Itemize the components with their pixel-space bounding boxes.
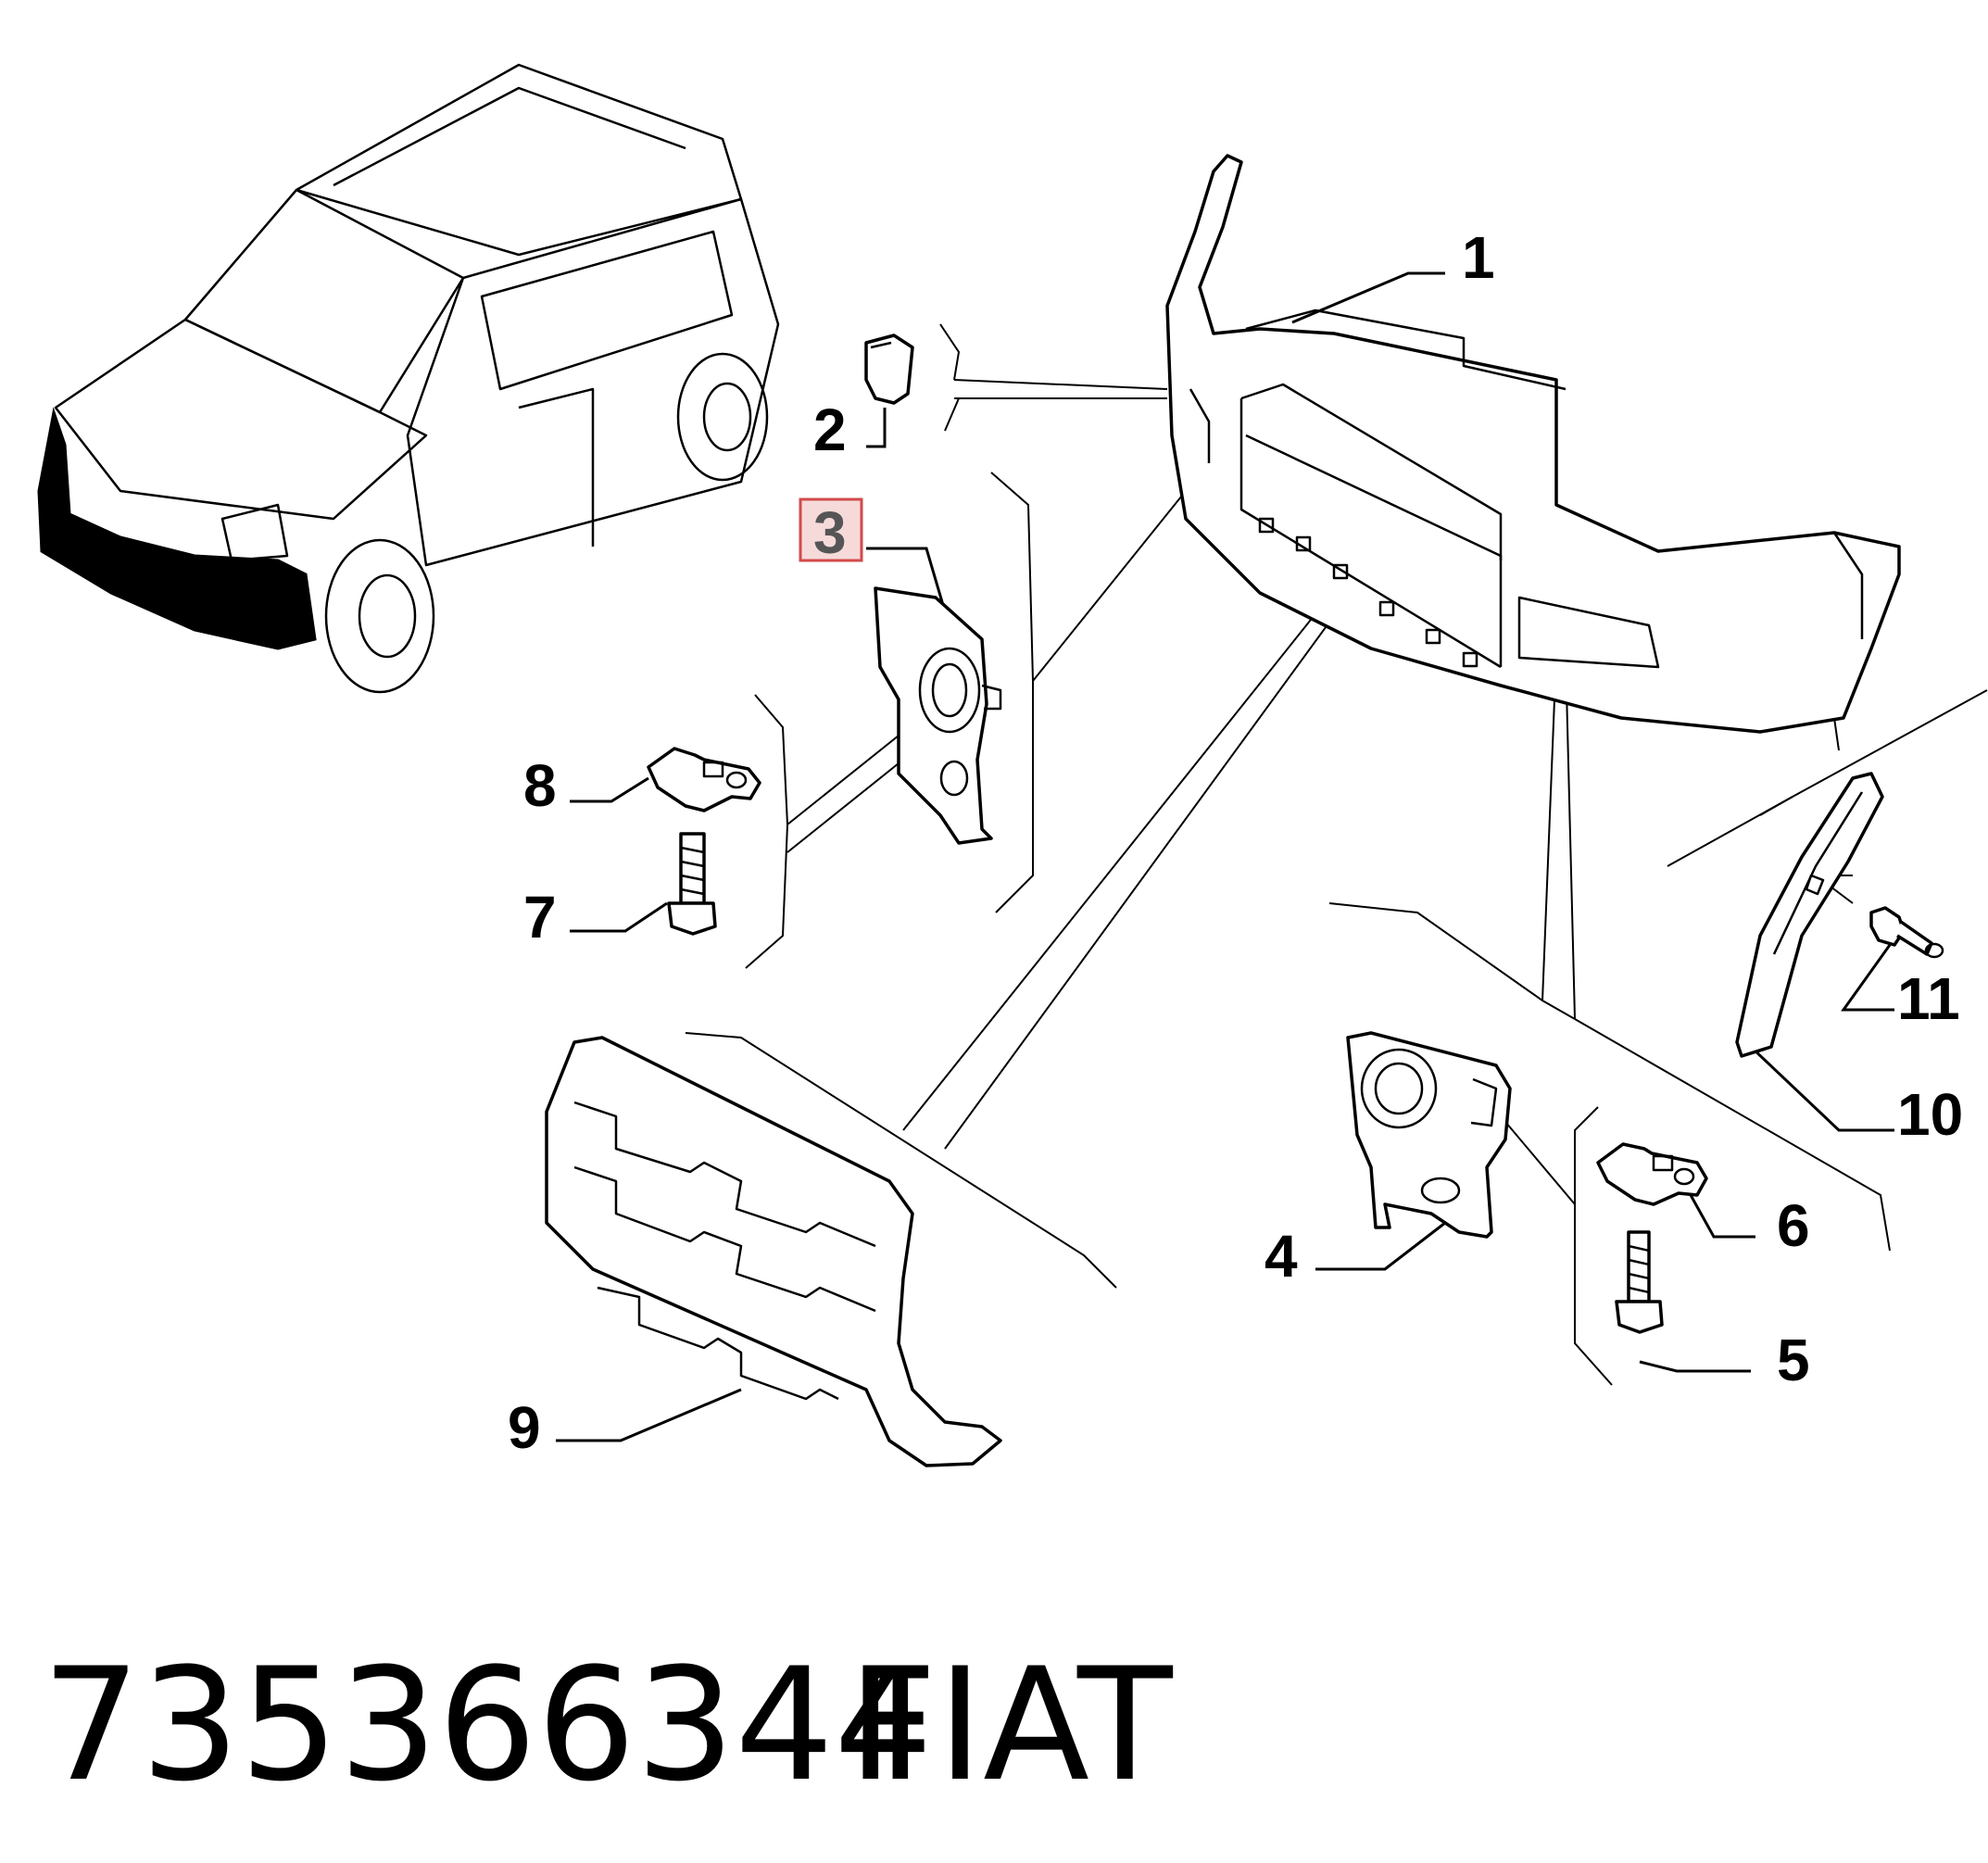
push-rivet (1869, 906, 1944, 959)
fog-lamp-bracket-right (1346, 1031, 1512, 1239)
bolt-right (1615, 1230, 1664, 1334)
callouts: 1 2 3 4 5 6 7 8 9 10 11 (508, 224, 1963, 1461)
callout-4: 4 (1265, 1223, 1298, 1290)
tow-hook-cover (864, 334, 914, 405)
callout-9: 9 (508, 1394, 541, 1461)
callout-3: 3 (813, 499, 847, 566)
callout-8: 8 (523, 752, 557, 819)
front-grille (545, 1036, 1002, 1467)
callout-7: 7 (523, 884, 557, 950)
brand-name: FIAT (848, 1634, 1174, 1816)
vehicle-overview (37, 63, 780, 694)
fog-lamp-bracket-left (874, 586, 1002, 845)
callout-11: 11 (1897, 965, 1960, 1032)
callout-10: 10 (1897, 1081, 1963, 1148)
callout-5: 5 (1777, 1327, 1810, 1393)
leader-lines (556, 271, 1988, 1442)
highlighted-front-bumper (37, 407, 317, 650)
bumper-trim-strip (1735, 772, 1884, 1058)
callout-3-highlight-box (799, 497, 863, 562)
callout-2: 2 (813, 397, 847, 463)
part-number: 735366344 (42, 1634, 933, 1816)
footer: 735366344 FIAT (42, 1634, 1174, 1816)
clip-right (1596, 1142, 1708, 1206)
front-bumper (1165, 154, 1901, 734)
clip-left (647, 747, 761, 812)
bolt-left (667, 832, 717, 936)
callout-6: 6 (1777, 1192, 1810, 1259)
callout-1: 1 (1462, 224, 1495, 291)
